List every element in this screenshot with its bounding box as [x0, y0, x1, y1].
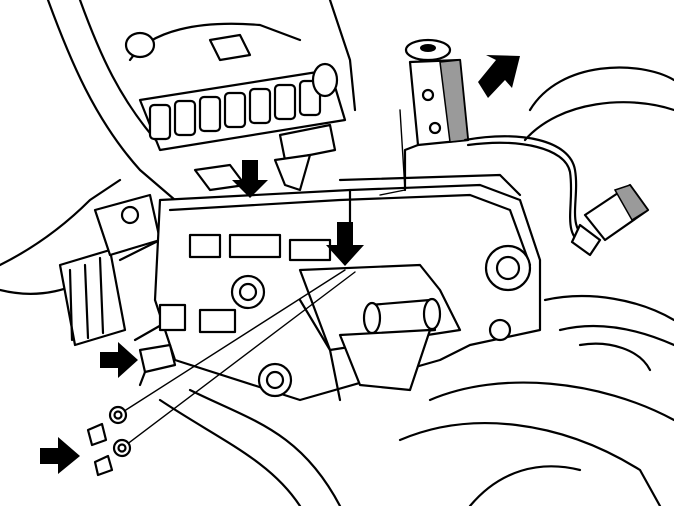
mounting-bracket: [153, 173, 542, 402]
arrow-bracket-top: [232, 160, 268, 198]
seat-contours: [158, 66, 674, 506]
left-clip: [138, 343, 177, 387]
dashboard-panel: [0, 0, 357, 296]
left-trim-panel: [58, 193, 172, 347]
electrical-connector: [570, 183, 650, 257]
shift-lock-solenoid: [379, 38, 470, 196]
screws: [86, 269, 356, 477]
cable-harness: [463, 135, 592, 248]
retaining-clip: [193, 123, 337, 192]
arrow-clip-left: [100, 342, 138, 378]
center-console-vent: [124, 22, 347, 152]
arrow-screws: [40, 437, 80, 474]
arrow-bracket-center: [326, 222, 364, 266]
arrow-solenoid: [478, 55, 520, 98]
